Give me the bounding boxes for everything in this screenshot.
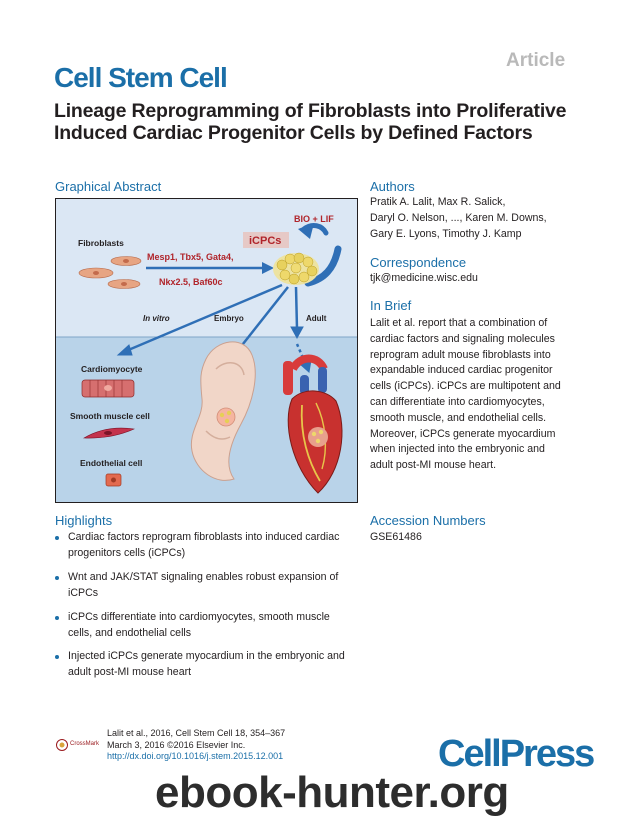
factors-line-1: Mesp1, Tbx5, Gata4, — [147, 252, 234, 262]
bullet-icon — [55, 536, 59, 540]
bullet-icon — [55, 655, 59, 659]
in-brief-line: smooth muscle, and endothelial cells. — [370, 411, 547, 424]
fibroblasts-label: Fibroblasts — [78, 238, 124, 248]
cellpress-logo: CellPress — [438, 733, 595, 775]
author-list: Pratik A. Lalit, Max R. Salick, Daryl O.… — [370, 195, 547, 242]
highlight-item: iCPCs differentiate into cardiomyocytes,… — [55, 610, 355, 641]
in-vitro-label: In vitro — [143, 314, 170, 323]
icpcs-label-box — [243, 232, 289, 248]
expansion-loop-arrow-icon — [298, 223, 342, 287]
in-brief-line: when injected into the embryonic and — [370, 443, 545, 456]
highlights-heading: Highlights — [55, 513, 113, 528]
correspondence-email[interactable]: tjk@medicine.wisc.edu — [370, 272, 478, 284]
in-brief-line: adult post-MI mouse heart. — [370, 459, 497, 472]
bio-lif-label: BIO + LIF — [294, 214, 334, 224]
in-brief-line: can differentiate into cardiomyocytes, — [370, 395, 545, 408]
highlight-line: adult post-MI mouse heart — [68, 665, 192, 678]
in-brief-heading: In Brief — [370, 298, 412, 313]
in-brief-text: Lalit et al. report that a combination o… — [370, 316, 561, 474]
bullet-icon — [55, 616, 59, 620]
highlight-line: Injected iCPCs generate myocardium in th… — [68, 650, 345, 662]
authors-heading: Authors — [370, 179, 415, 194]
embryo-label: Embryo — [214, 314, 244, 323]
crossmark-label: CrossMark — [70, 741, 100, 747]
in-brief-line: Moreover, iCPCs generate myocardium — [370, 427, 556, 440]
fibroblast-cells-icon — [78, 256, 142, 289]
highlight-line: Cardiac factors reprogram fibroblasts in… — [68, 531, 340, 543]
highlight-line: progenitors cells (iCPCs) — [68, 546, 186, 559]
correspondence-heading: Correspondence — [370, 255, 467, 270]
citation-text: Lalit et al., 2016, Cell Stem Cell 18, 3… — [107, 728, 286, 738]
citation-footer: Lalit et al., 2016, Cell Stem Cell 18, 3… — [107, 728, 285, 763]
author-line: Gary E. Lyons, Timothy J. Kamp — [370, 227, 522, 240]
highlight-item: Wnt and JAK/STAT signaling enables robus… — [55, 570, 355, 601]
in-brief-line: Lalit et al. report that a combination o… — [370, 317, 548, 329]
highlight-line: cells, and endothelial cells — [68, 626, 192, 639]
graphical-abstract-heading: Graphical Abstract — [55, 179, 162, 194]
factors-line-2: Nkx2.5, Baf60c — [159, 277, 223, 287]
highlight-item: Cardiac factors reprogram fibroblasts in… — [55, 530, 355, 561]
doi-link[interactable]: http://dx.doi.org/10.1016/j.stem.2015.12… — [107, 751, 284, 762]
highlight-line: iCPCs differentiate into cardiomyocytes,… — [68, 611, 330, 623]
icpcs-label: iCPCs — [249, 235, 281, 247]
cardiomyocyte-label: Cardiomyocyte — [81, 364, 143, 374]
reprogramming-arrow-icon — [146, 262, 274, 274]
highlight-item: Injected iCPCs generate myocardium in th… — [55, 649, 355, 680]
journal-logo: Cell Stem Cell — [54, 62, 228, 93]
smooth-muscle-label: Smooth muscle cell — [70, 411, 150, 421]
in-brief-line: reprogram adult mouse fibroblasts into — [370, 348, 551, 361]
in-brief-line: cells (iCPCs). iCPCs are multipotent and — [370, 380, 561, 393]
accession-heading: Accession Numbers — [370, 513, 486, 528]
author-line: Pratik A. Lalit, Max R. Salick, — [370, 196, 506, 208]
in-brief-line: expandable induced cardiac progenitor — [370, 364, 553, 377]
endothelial-label: Endothelial cell — [80, 458, 142, 468]
mouse-embryo-icon — [190, 341, 256, 481]
crossmark-logo[interactable]: CrossMark — [56, 738, 100, 752]
endothelial-cell-icon — [105, 473, 122, 487]
graphical-abstract: Fibroblasts Mesp1, Tbx5, Gata4, Nkx2.5, … — [55, 198, 358, 503]
bullet-icon — [55, 576, 59, 580]
watermark-text: ebook-hunter.org — [155, 768, 509, 817]
highlight-line: Wnt and JAK/STAT signaling enables robus… — [68, 571, 339, 583]
adult-heart-icon — [283, 354, 343, 494]
article-type-label: Article — [506, 50, 566, 71]
accession-number[interactable]: GSE61486 — [370, 531, 422, 543]
author-line: Daryl O. Nelson, ..., Karen M. Downs, — [370, 211, 547, 224]
cardiomyocyte-cell-icon — [81, 379, 135, 398]
highlight-line: iCPCs — [68, 586, 99, 599]
icpc-cluster-icon — [273, 252, 319, 285]
article-title: Lineage Reprogramming of Fibroblasts int… — [54, 100, 567, 144]
publication-date: March 3, 2016 ©2016 Elsevier Inc. — [107, 739, 246, 750]
smooth-muscle-cell-icon — [82, 427, 136, 439]
in-brief-line: cardiac factors and signaling molecules — [370, 332, 555, 345]
adult-label: Adult — [306, 314, 327, 323]
